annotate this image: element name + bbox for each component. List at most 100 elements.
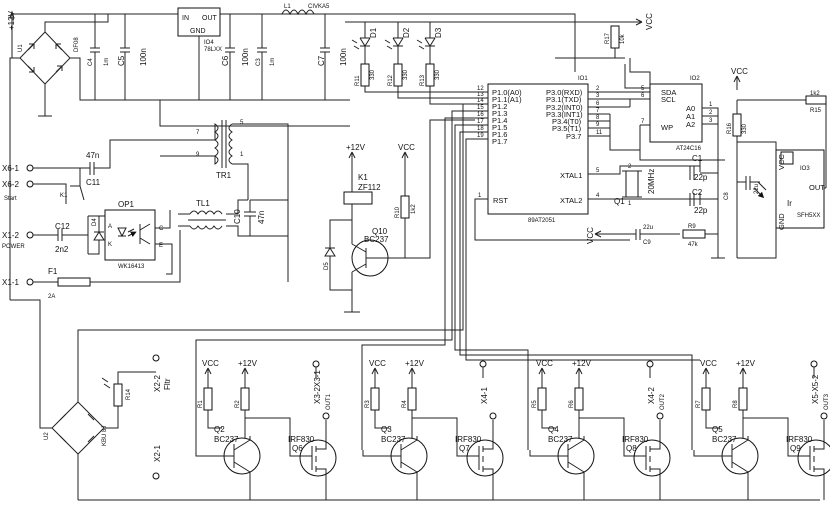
mcu-p37: P3.7 [566, 132, 581, 141]
stage-resistor-b [240, 387, 250, 411]
x1-1-terminal [26, 278, 34, 286]
stage-vcc-label: VCC [369, 359, 386, 368]
reg-gnd: GND [190, 28, 206, 35]
c10-value: 47n [257, 211, 266, 224]
output-section: U2 KBU 8J R14 X2-2 Fltr X2-1 [10, 103, 820, 501]
stage-connector-terminal [479, 360, 487, 368]
q1-pin-1: 1 [628, 201, 632, 207]
c1-label: C1 [692, 154, 703, 163]
reset-network: VCC C9 22u R9 47k [586, 224, 718, 248]
x1-2-label: X1-2 [2, 231, 19, 240]
d4-label: D4 [92, 218, 98, 226]
stage-rb-label: R4 [402, 400, 408, 408]
power-supply-section: +12V U1 DF08 C4 1m C5 100n IN [7, 4, 576, 300]
c2-label: C2 [692, 188, 703, 197]
stage-mosfet-body [299, 439, 337, 477]
tl1-label: TL1 [196, 199, 210, 208]
stage-q-type: BC237 [214, 435, 239, 444]
c3-label: C3 [256, 58, 262, 66]
mcu-p35: P3.5(T1) [552, 124, 582, 133]
mcu-pin-2: 2 [596, 86, 600, 92]
stage-vcc-label: VCC [700, 359, 717, 368]
c7-value: 100n [339, 48, 348, 66]
eeprom-pin-7: 7 [641, 119, 645, 125]
reg-name: IO4 [204, 40, 214, 46]
f1-value: 2A [48, 294, 55, 300]
op1-label: OP1 [118, 200, 135, 209]
status-leds: VCC D1 R11 330 D2 R12 330 D3 R13 330 R17… [345, 13, 654, 105]
eeprom-io2: IO2 AT24C16 SDA SCL WP A0 A1 A2 5 6 7 1 … [555, 57, 725, 200]
stage-m-label: Q6 [292, 444, 303, 453]
stage-resistor-b [574, 387, 584, 411]
mcu-pin-6: 6 [596, 101, 600, 107]
mcu-p34: P3.4(T0) [552, 117, 582, 126]
c9-value: 22u [643, 225, 653, 231]
k1-contact-label: K1 [60, 193, 68, 199]
d1-label: D1 [369, 27, 378, 38]
stage-resistor-b [407, 387, 417, 411]
mcu-pin-11: 11 [596, 130, 603, 136]
c8-value: 22u [754, 184, 760, 194]
q1-pin-2: 2 [628, 164, 632, 170]
u2-type: KBU 8J [102, 426, 108, 446]
stage-out-label: OUT2 [660, 393, 666, 410]
x1-2-terminal [26, 231, 34, 239]
mcu-left-pins: 12 13 14 15 16 17 18 19 P1.0(A0) P1.1(A1… [475, 86, 522, 146]
ir-type: SFH5XX [797, 213, 820, 219]
stage-x-label: X4-2 [647, 387, 656, 404]
ir-vcc: VCC [777, 154, 786, 170]
x6-1-terminal [26, 164, 34, 172]
mcu-type: 89AT2051 [528, 218, 556, 224]
r17-label: R17 [605, 32, 611, 44]
eeprom-pin-1: 1 [709, 102, 713, 108]
x2-2-label: X2-2 [153, 375, 162, 392]
stage-out-label: OUT3 [824, 393, 830, 410]
stage-rb-label: R8 [733, 400, 739, 408]
stage-ra-label: R3 [365, 400, 371, 408]
vcc-rst-label: VCC [586, 227, 595, 244]
ir-gnd: GND [777, 213, 786, 230]
eeprom-scl: SCL [661, 95, 676, 104]
mcu-pin-8: 8 [596, 115, 600, 121]
mcu-pin-12: 12 [477, 86, 484, 92]
stage-output-terminal [656, 412, 664, 420]
u1-label: U1 [18, 44, 24, 52]
c5-value: 100n [139, 48, 148, 66]
c3-value: 1m [270, 58, 276, 66]
r12-label: R12 [388, 74, 394, 86]
c10-label: C10 [233, 209, 242, 224]
op1-c: C [159, 226, 164, 232]
stage-rb-label: R2 [235, 400, 241, 408]
tr1-pin-1: 1 [240, 152, 244, 158]
stage-m-label: Q7 [459, 444, 470, 453]
eeprom-pin-6: 6 [641, 93, 645, 99]
r9-value: 47k [688, 242, 699, 248]
mcu-p33: P3.3(INT1) [546, 110, 583, 119]
stage-resistor-b [738, 387, 748, 411]
transformer-tl1: TL1 C10 47n [178, 199, 288, 237]
c6-label: C6 [221, 55, 230, 66]
mcu-pin-5: 5 [596, 168, 600, 174]
stage-x-label: X3-2X3-1 [313, 370, 322, 404]
stage-12v-label: +12V [572, 359, 592, 368]
mcu-p15: P1.5 [492, 123, 507, 132]
eeprom-pin-5: 5 [641, 86, 645, 92]
op1-e: E [159, 243, 163, 249]
stage-12v-label: +12V [736, 359, 756, 368]
stage-out-label: OUT1 [326, 393, 332, 410]
mcu-p32: P3.2(INT0) [546, 103, 583, 112]
x6-2-label: X6-2 [2, 180, 19, 189]
eeprom-a1: A1 [686, 112, 695, 121]
stage-x-label: X4-1 [480, 387, 489, 404]
eeprom-pin-2: 2 [709, 110, 713, 116]
x6-1-label: X6-1 [2, 164, 19, 173]
mcu-pin-17: 17 [477, 119, 484, 125]
eeprom-a2: A2 [686, 120, 695, 129]
c2-value: 22p [694, 206, 708, 215]
eeprom-sda: SDA [661, 88, 676, 97]
mcu-xtal1: XTAL1 [560, 171, 582, 180]
r10-label: R10 [395, 206, 401, 218]
